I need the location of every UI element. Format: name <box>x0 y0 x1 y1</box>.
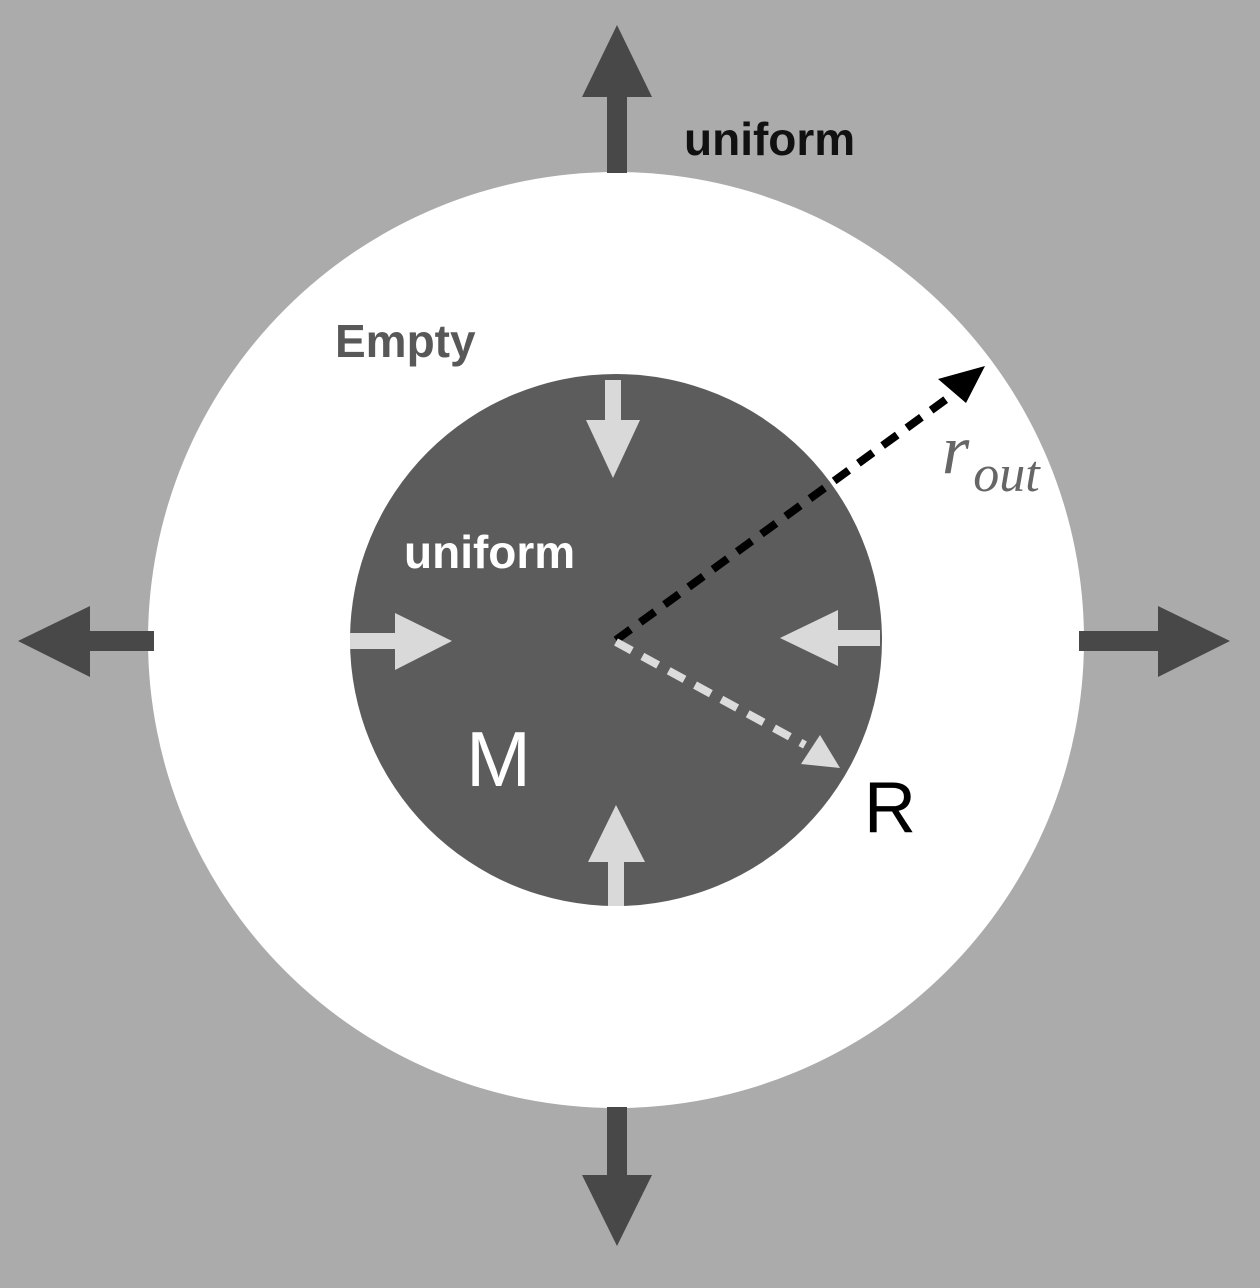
arrow-left-icon <box>18 606 154 677</box>
arrow-up-inward-icon <box>588 805 645 906</box>
mass-label: M <box>466 715 531 803</box>
outer-uniform-label: uniform <box>684 113 855 165</box>
outer-radius-label-sub: out <box>973 446 1041 503</box>
arrow-right-inward-icon <box>350 613 452 670</box>
arrow-up-icon <box>582 25 652 173</box>
outer-radius-label-main: r <box>942 412 970 489</box>
core-radius-label: R <box>864 768 916 848</box>
inward-arrows <box>350 380 880 906</box>
empty-label: Empty <box>335 315 476 367</box>
arrow-down-inward-icon <box>586 380 640 478</box>
outer-radius-label: r out <box>942 412 1041 503</box>
R-dashed-arrow-icon <box>614 638 840 768</box>
r-out-dashed-arrow-icon <box>613 366 985 644</box>
arrow-right-icon <box>1079 606 1230 677</box>
arrow-left-inward-icon <box>780 610 880 666</box>
inner-uniform-label: uniform <box>404 526 575 578</box>
outward-arrows <box>18 25 1230 1246</box>
arrow-down-icon <box>582 1107 652 1246</box>
